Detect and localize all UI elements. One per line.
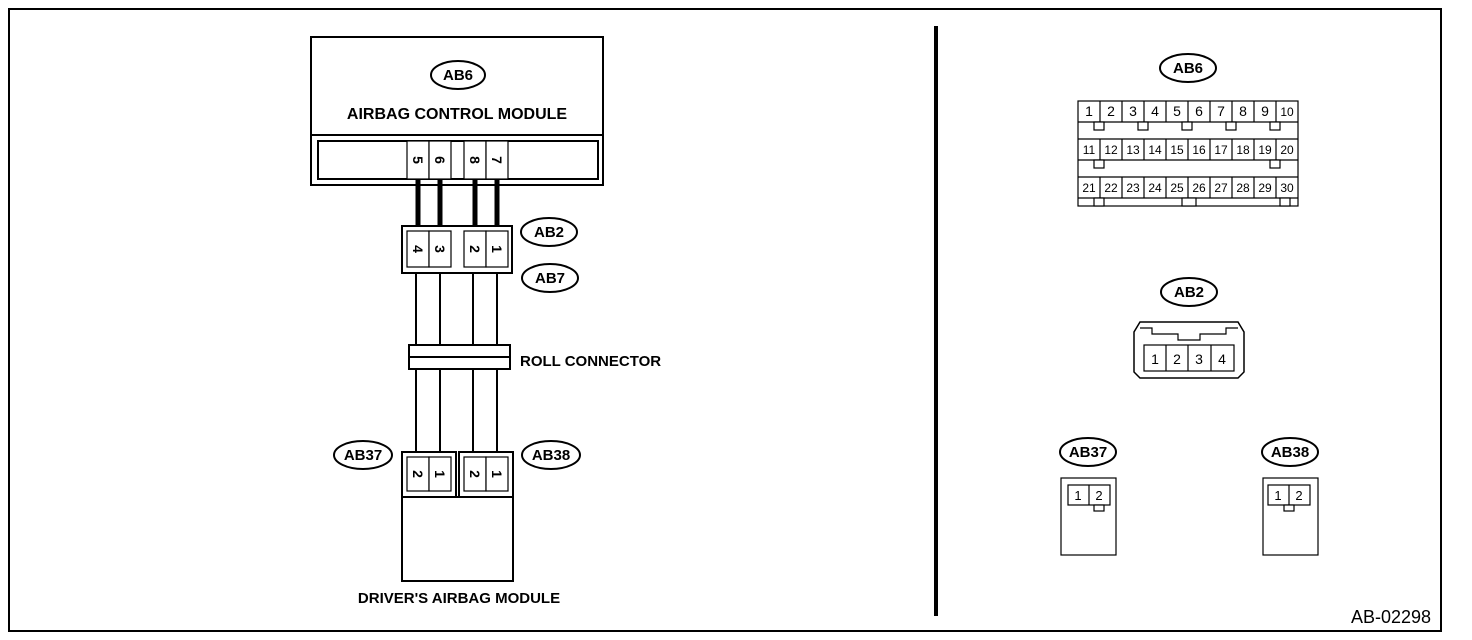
roll-connector <box>408 344 511 370</box>
ab38-face-badge-label: AB38 <box>1271 444 1309 461</box>
ab2-badge <box>520 217 578 247</box>
ab6-face-pin: 28 <box>1236 181 1250 195</box>
ab6-face-pin: 8 <box>1239 103 1247 119</box>
ab6-face-pin: 18 <box>1236 143 1250 157</box>
ab38-badge <box>521 440 581 470</box>
ab2-face-badge <box>1160 277 1218 307</box>
acm-pin-8: 8 <box>467 156 483 164</box>
ab37-pin-2: 2 <box>410 470 426 478</box>
ab6-face-pin: 2 <box>1107 103 1115 119</box>
ab6-face-pin: 23 <box>1126 181 1140 195</box>
ab37-badge <box>333 440 393 470</box>
control-module-label: AIRBAG CONTROL MODULE <box>347 106 567 123</box>
ab38-pin-2: 2 <box>467 470 483 478</box>
ab38-connector-face: 1 2 <box>1262 477 1319 556</box>
ab6-badge-label: AB6 <box>443 67 473 84</box>
ab6-badge <box>430 60 486 90</box>
ab37-face-badge <box>1059 437 1117 467</box>
ab2-pin-1: 1 <box>489 245 505 253</box>
ab6-face-badge <box>1159 53 1217 83</box>
ab6-face-pin: 4 <box>1151 103 1159 119</box>
ab38-badge-label: AB38 <box>532 447 570 464</box>
ab38-wire-connector: 2 1 <box>458 451 514 498</box>
ab6-face-pin: 17 <box>1214 143 1228 157</box>
ab37-pin-1: 1 <box>432 470 448 478</box>
ab6-face-pin: 1 <box>1085 103 1093 119</box>
ab37-connector-face: 1 2 <box>1060 477 1117 556</box>
ab2-pin-4: 4 <box>410 245 426 253</box>
ab6-face-pin: 20 <box>1280 143 1294 157</box>
ab38-face-pin-2: 2 <box>1295 488 1302 503</box>
ab6-face-pin: 30 <box>1280 181 1294 195</box>
ab2-ab7-connector: 4 3 2 1 <box>401 225 513 274</box>
diagram-frame <box>8 8 1442 632</box>
ab6-face-pin: 21 <box>1082 181 1096 195</box>
ab7-badge-label: AB7 <box>535 270 565 287</box>
ab38-face-pin-1: 1 <box>1274 488 1281 503</box>
ab6-face-pin: 26 <box>1192 181 1206 195</box>
ab6-face-pin: 16 <box>1192 143 1206 157</box>
ab7-badge <box>521 263 579 293</box>
ab6-face-pin: 9 <box>1261 103 1269 119</box>
ab2-face-pin-3: 3 <box>1195 351 1203 367</box>
acm-pin-5: 5 <box>410 156 426 164</box>
ab6-face-pin: 12 <box>1104 143 1118 157</box>
ab6-face-pin: 3 <box>1129 103 1137 119</box>
ab6-face-pin: 29 <box>1258 181 1272 195</box>
wires-to-roll-connector <box>415 273 498 345</box>
ab6-face-badge-label: AB6 <box>1173 60 1203 77</box>
diagram-id: AB-02298 <box>1351 607 1431 627</box>
ab6-face-pin: 19 <box>1258 143 1272 157</box>
ab6-face-pin: 25 <box>1170 181 1184 195</box>
ab37-face-pin-1: 1 <box>1074 488 1081 503</box>
wires-to-airbag <box>415 369 498 457</box>
ab6-face-pin: 5 <box>1173 103 1181 119</box>
ab2-face-pin-1: 1 <box>1151 351 1159 367</box>
ab37-wire-connector: 2 1 <box>401 451 457 498</box>
ab37-face-badge-label: AB37 <box>1069 444 1107 461</box>
acm-pin-7: 7 <box>489 156 505 164</box>
airbag-control-module: AB6 AIRBAG CONTROL MODULE <box>310 36 604 186</box>
ab6-face-pin: 14 <box>1148 143 1162 157</box>
ab6-face-pin: 11 <box>1083 143 1096 157</box>
ab6-face-pin: 7 <box>1217 103 1225 119</box>
driver-airbag-label: DRIVER'S AIRBAG MODULE <box>358 590 560 607</box>
ab6-face-pin: 24 <box>1148 181 1162 195</box>
ab37-badge-label: AB37 <box>344 447 382 464</box>
acm-pin-cells: 5 6 8 7 <box>406 140 509 180</box>
driver-airbag-module <box>401 496 514 582</box>
ab2-pin-2: 2 <box>467 245 483 253</box>
ab38-face-badge <box>1261 437 1319 467</box>
ab2-face-pin-2: 2 <box>1173 351 1181 367</box>
ab2-connector-face: 1 2 3 4 <box>1133 321 1245 379</box>
ab6-face-pin: 6 <box>1195 103 1203 119</box>
ab6-face-pin: 10 <box>1280 105 1294 119</box>
ab6-face-pin: 22 <box>1104 181 1118 195</box>
ab38-pin-1: 1 <box>489 470 505 478</box>
ab2-badge-label: AB2 <box>534 224 564 241</box>
acm-pin-6: 6 <box>432 156 448 164</box>
ab6-face-pin: 13 <box>1126 143 1140 157</box>
ab37-face-pin-2: 2 <box>1095 488 1102 503</box>
ab6-face-pin: 15 <box>1170 143 1184 157</box>
ab2-pin-3: 3 <box>432 245 448 253</box>
ab6-face-pin: 27 <box>1214 181 1228 195</box>
thick-wires <box>415 179 500 231</box>
ab2-face-pin-4: 4 <box>1218 351 1226 367</box>
roll-connector-label: ROLL CONNECTOR <box>520 353 661 370</box>
ab2-face-badge-label: AB2 <box>1174 284 1204 301</box>
